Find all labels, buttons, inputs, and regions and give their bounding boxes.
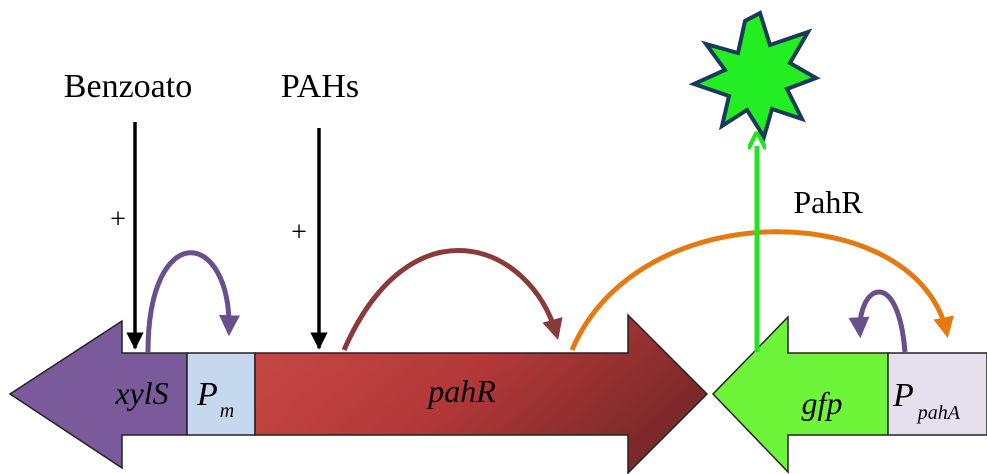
- gfp-gene: [711, 315, 889, 474]
- ppaha-gfp-loop-arrow: [848, 289, 908, 353]
- xyls-label: xylS: [114, 375, 168, 411]
- ppaha-promoter: [887, 352, 987, 436]
- pm-promoter: [186, 352, 256, 436]
- xyls-gene: [8, 319, 188, 470]
- pahr-expression-arrow: [341, 248, 563, 352]
- plus-sign-left: +: [110, 204, 126, 235]
- xyls-activation-arrow: [145, 250, 240, 353]
- pahr-activation-arrow: [569, 229, 954, 351]
- ppaha-label-sub: pahA: [916, 402, 961, 424]
- pahr-gene: [254, 313, 709, 474]
- pm-label-sub: m: [220, 400, 234, 422]
- pm-label-main: P: [196, 376, 218, 413]
- pahr-label: pahR: [426, 373, 496, 409]
- pahs-label: PAHs: [281, 68, 359, 105]
- gfp-label: gfp: [802, 385, 843, 421]
- plus-sign-right: +: [291, 217, 307, 248]
- benzoato-label: Benzoato: [64, 68, 192, 105]
- ppaha-label-main: P: [892, 377, 914, 414]
- star-burst-icon: [688, 10, 821, 142]
- pahr-protein-label: PahR: [793, 184, 863, 220]
